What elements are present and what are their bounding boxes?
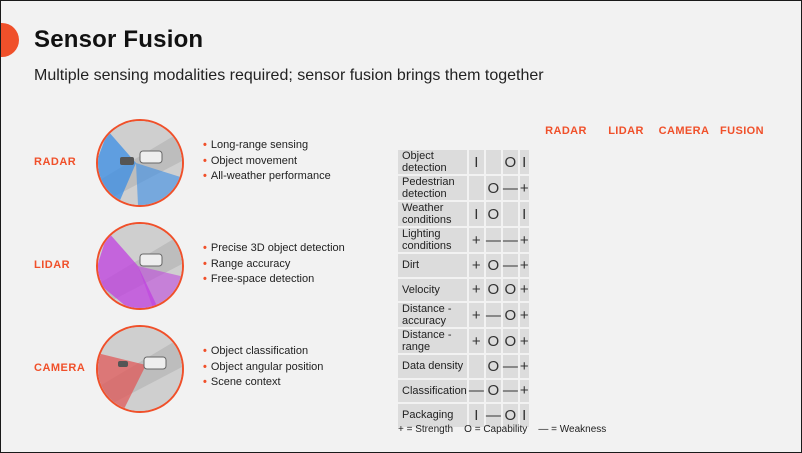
table-cell: —	[485, 404, 501, 427]
list-item: •Precise 3D object detection	[203, 242, 345, 254]
table-row: Distance - accuracy+—O+	[398, 303, 529, 327]
table-cell	[502, 202, 518, 226]
column-header-camera: CAMERA	[658, 125, 710, 137]
sensor-camera: CAMERA •Object classification •Object an…	[1, 322, 381, 413]
sensor-label-camera: CAMERA	[34, 362, 86, 374]
column-header-radar: RADAR	[545, 125, 587, 137]
table-cell: +	[468, 303, 484, 327]
table-cell: +	[519, 379, 529, 402]
row-label: Packaging	[398, 404, 467, 427]
table-cell: O	[485, 254, 501, 277]
row-label: Weather conditions	[398, 202, 467, 226]
table-cell: I	[519, 202, 529, 226]
row-label: Distance - range	[398, 329, 467, 353]
bullet-list-camera: •Object classification •Object angular p…	[203, 344, 323, 391]
sensor-lidar: LIDAR •Precise 3D object detection •Rang…	[1, 219, 381, 310]
table-cell	[468, 176, 484, 200]
sensor-label-radar: RADAR	[34, 156, 77, 168]
table-cell: O	[485, 176, 501, 200]
table-cell: +	[519, 254, 529, 277]
table-cell: +	[468, 228, 484, 252]
table-cell: —	[485, 303, 501, 327]
radar-illustration-icon	[96, 119, 184, 207]
table-cell: —	[502, 228, 518, 252]
table-cell: O	[502, 303, 518, 327]
table-cell: O	[502, 278, 518, 301]
lidar-illustration-icon	[96, 222, 184, 310]
table-cell: I	[468, 404, 484, 427]
table-cell: +	[468, 329, 484, 353]
table-cell: +	[519, 176, 529, 200]
legend: + = Strength O = Capability — = Weakness	[398, 424, 607, 435]
camera-illustration-icon	[96, 325, 184, 413]
list-item: •Object angular position	[203, 360, 324, 373]
table-cell	[468, 355, 484, 378]
table-cell: O	[485, 379, 501, 402]
table-cell: +	[519, 355, 529, 378]
table-cell: —	[468, 379, 484, 402]
table-cell: O	[502, 404, 518, 427]
column-header-lidar: LIDAR	[608, 125, 644, 137]
table-row: Dirt+O—+	[398, 254, 529, 277]
row-label: Classification	[398, 379, 467, 402]
list-item: •Long-range sensing	[203, 139, 309, 151]
table-cell: O	[485, 278, 501, 301]
table-cell: I	[468, 202, 484, 226]
page-title: Sensor Fusion	[34, 26, 204, 53]
row-label: Lighting conditions	[398, 228, 467, 252]
table-cell: I	[468, 150, 484, 174]
table-cell	[485, 150, 501, 174]
table-cell: I	[519, 150, 529, 174]
row-label: Velocity	[398, 278, 467, 301]
sensor-radar: RADAR •Long-range sensing •Object moveme…	[1, 116, 381, 207]
table-cell: —	[502, 176, 518, 200]
table-cell: O	[502, 329, 518, 353]
table-cell: O	[485, 329, 501, 353]
table-cell: +	[519, 303, 529, 327]
table-cell: —	[485, 228, 501, 252]
list-item: •All-weather performance	[203, 170, 331, 182]
table-cell: —	[502, 355, 518, 378]
bullet-list-radar: •Long-range sensing •Object movement •Al…	[203, 138, 331, 185]
page-subtitle: Multiple sensing modalities required; se…	[34, 67, 544, 84]
row-label: Object detection	[398, 150, 467, 174]
table-row: Data density O—+	[398, 355, 529, 378]
table-cell: —	[502, 379, 518, 402]
table-cell: I	[519, 404, 529, 427]
list-item: •Range accuracy	[203, 257, 291, 270]
list-item: •Object classification	[203, 345, 309, 357]
bullet-list-lidar: •Precise 3D object detection •Range accu…	[203, 241, 345, 288]
table-row: Classification—O—+	[398, 379, 529, 402]
table-cell: +	[519, 278, 529, 301]
accent-dot	[1, 23, 19, 57]
table-cell: +	[468, 278, 484, 301]
table-cell: O	[485, 355, 501, 378]
table-cell: O	[485, 202, 501, 226]
table-cell: +	[519, 329, 529, 353]
row-label: Dirt	[398, 254, 467, 277]
table-cell: +	[468, 254, 484, 277]
row-label: Data density	[398, 355, 467, 378]
list-item: •Object movement	[203, 154, 298, 167]
table-cell: +	[519, 228, 529, 252]
table-cell: O	[502, 150, 518, 174]
table-row: Lighting conditions+——+	[398, 228, 529, 252]
column-header-fusion: FUSION	[720, 125, 764, 137]
list-item: •Free-space detection	[203, 273, 315, 285]
table-row: Pedestrian detection O—+	[398, 176, 529, 200]
row-label: Distance - accuracy	[398, 303, 467, 327]
table-cell: —	[502, 254, 518, 277]
list-item: •Scene context	[203, 376, 281, 388]
sensor-label-lidar: LIDAR	[34, 259, 71, 271]
row-label: Pedestrian detection	[398, 176, 467, 200]
